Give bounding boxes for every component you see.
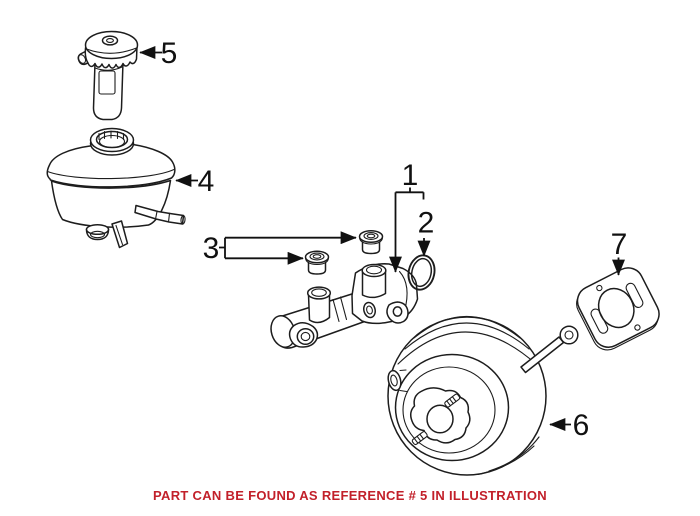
master-cylinder-drawing	[270, 263, 419, 349]
grommet-lower-drawing	[304, 250, 330, 275]
brake-booster-drawing	[387, 315, 579, 476]
callout-number-3: 3	[203, 232, 220, 265]
booster-gasket-drawing	[576, 267, 660, 351]
grommet-upper-drawing	[358, 229, 384, 255]
callout-number-2: 2	[418, 207, 435, 240]
callout-number-7: 7	[611, 228, 628, 261]
callout-number-6: 6	[573, 409, 590, 442]
callout-3-bracket	[219, 237, 226, 259]
callout-numbers: 1 2 3 4 5 6 7	[161, 37, 628, 442]
callout-1-bracket	[395, 187, 425, 200]
callout-leaders	[139, 46, 625, 431]
callout-number-5: 5	[161, 37, 178, 70]
callout-number-1: 1	[402, 159, 419, 192]
callout-number-4: 4	[198, 165, 215, 198]
reference-note: PART CAN BE FOUND AS REFERENCE # 5 IN IL…	[153, 488, 547, 503]
fluid-reservoir-drawing	[46, 127, 186, 249]
reservoir-cap-drawing	[77, 30, 139, 121]
